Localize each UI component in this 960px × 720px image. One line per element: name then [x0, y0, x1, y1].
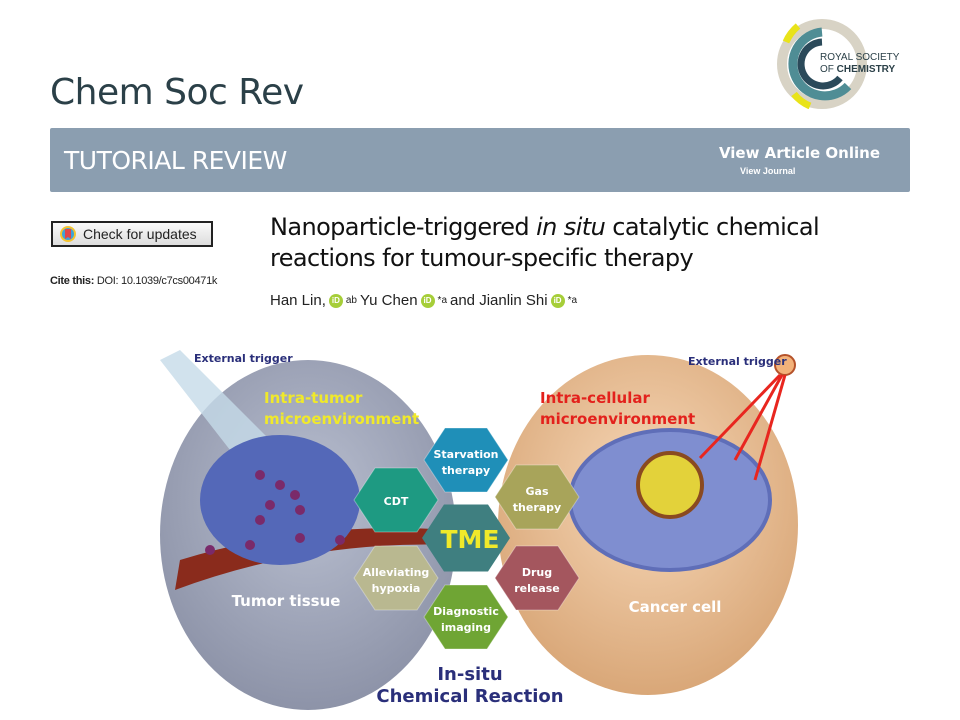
in-situ-label: In-situ: [437, 664, 502, 685]
hexagon-drug: [494, 545, 580, 611]
hexagon-label: Alleviating: [363, 566, 430, 579]
check-for-updates-label: Check for updates: [83, 226, 197, 242]
right-external-trigger: External trigger: [688, 355, 787, 368]
logo-line2-prefix: OF: [820, 64, 837, 75]
check-for-updates-button[interactable]: Check for updates: [51, 221, 213, 247]
bookmark-icon: [60, 226, 76, 242]
intra-tumor-label-2: microenvironment: [264, 410, 419, 428]
intra-tumor-label: Intra-tumor: [264, 389, 363, 407]
cite-doi[interactable]: DOI: 10.1039/c7cs00471k: [96, 275, 218, 287]
svg-text:OF CHEMISTRY: OF CHEMISTRY: [820, 64, 896, 75]
orcid-icon[interactable]: iD: [328, 293, 343, 308]
orcid-icon[interactable]: iD: [420, 293, 435, 308]
hexagon-label: therapy: [513, 501, 561, 514]
author-list: Han Lin, iD ab Yu Chen iD *a and Jianlin…: [270, 292, 577, 309]
graphical-abstract: StarvationtherapyCDTGastherapyAlleviatin…: [160, 350, 798, 710]
hexagon-alleviating: [353, 545, 439, 611]
article-type-banner: TUTORIAL REVIEW View Article Online View…: [50, 128, 910, 192]
logo-line2: CHEMISTRY: [837, 64, 896, 75]
title-part1: Nanoparticle-triggered: [270, 213, 537, 241]
nucleus-illustration: [636, 451, 704, 519]
hexagon-starvation: [423, 427, 509, 493]
view-article-online-link[interactable]: View Article Online: [718, 144, 880, 162]
hexagon-gas: [494, 464, 580, 530]
hexagon-label: Gas: [526, 485, 549, 498]
chemical-reaction-label: Chemical Reaction: [376, 686, 563, 707]
view-journal-link[interactable]: View Journal: [740, 166, 796, 176]
hexagon-label: therapy: [442, 464, 490, 477]
article-type: TUTORIAL REVIEW: [64, 146, 287, 175]
tumor-illustration: [200, 435, 360, 565]
hexagon-diagnostic: [423, 584, 509, 650]
author-affiliation: *a: [437, 295, 447, 306]
intra-cellular-label: Intra-cellular: [540, 389, 650, 407]
intra-cellular-label-2: microenvironment: [540, 410, 695, 428]
hexagon-label: Drug: [522, 566, 552, 579]
tme-label: TME: [440, 525, 499, 554]
cancer-cell-label: Cancer cell: [629, 598, 722, 616]
title-part2: catalytic chemical reactions for tumour-…: [270, 213, 820, 272]
hexagon-label: release: [514, 582, 560, 595]
author-affiliation: ab: [345, 295, 357, 306]
title-italic: in situ: [536, 213, 606, 241]
citation: Cite this: DOI: 10.1039/c7cs00471k: [50, 275, 217, 287]
cite-label: Cite this:: [50, 275, 95, 287]
hexagon-cdt: [353, 467, 439, 533]
author-name[interactable]: and Jianlin Shi: [450, 292, 548, 309]
hexagon-label: Starvation: [433, 448, 498, 461]
tme-hexagon: [422, 504, 510, 572]
tumor-tissue-label: Tumor tissue: [232, 592, 341, 610]
blood-vessel-illustration: [175, 528, 450, 590]
nanoparticles: [205, 470, 345, 555]
hexagon-label: imaging: [441, 621, 491, 634]
rsc-logo: ROYAL SOCIETY OF CHEMISTRY: [777, 19, 900, 109]
hexagon-label: Diagnostic: [433, 605, 499, 618]
light-arrows: [698, 373, 787, 481]
hexagon-label: hypoxia: [372, 582, 421, 595]
journal-name: Chem Soc Rev: [50, 72, 304, 113]
hexagon-label: CDT: [384, 495, 409, 508]
author-affiliation: *a: [567, 295, 578, 306]
article-title: Nanoparticle-triggered in situ catalytic…: [270, 212, 910, 274]
author-name[interactable]: Han Lin,: [270, 292, 326, 309]
left-external-trigger: External trigger: [194, 352, 293, 365]
logo-line1: ROYAL SOCIETY: [820, 52, 900, 63]
ultrasound-beam-icon: [160, 350, 270, 450]
orcid-icon[interactable]: iD: [550, 293, 565, 308]
author-name[interactable]: Yu Chen: [360, 292, 418, 309]
